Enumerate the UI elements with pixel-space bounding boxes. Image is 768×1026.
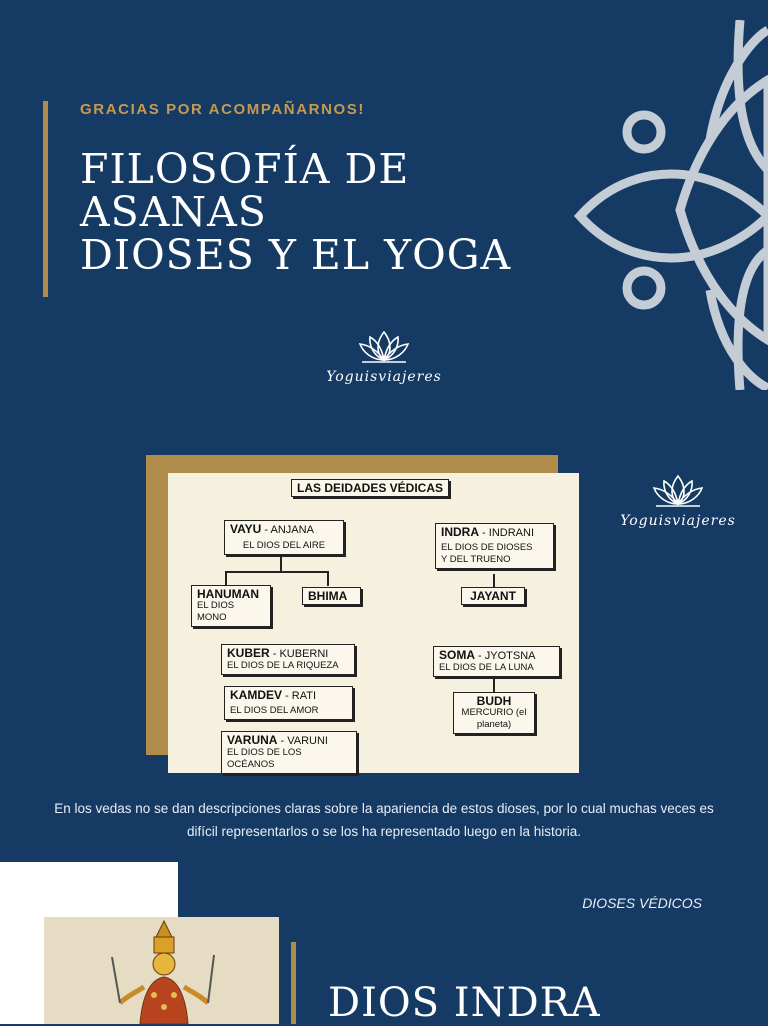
- header-accent-bar: [43, 101, 48, 297]
- deity-indra: INDRA - INDRANI EL DIOS DE DIOSES Y DEL …: [435, 523, 554, 569]
- page-title-line-1: FILOSOFÍA DE: [80, 145, 410, 193]
- brand-logo-secondary: Yoguisviajeres: [608, 472, 748, 529]
- brand-name: Yoguisviajeres: [620, 513, 736, 529]
- connector: [493, 679, 495, 692]
- connector: [327, 571, 329, 586]
- deity-kuber: KUBER - KUBERNI EL DIOS DE LA RIQUEZA: [221, 644, 355, 675]
- lotus-icon: [358, 330, 410, 363]
- deity-budh: BUDH MERCURIO (el planeta): [453, 692, 535, 734]
- deity-jayant: JAYANT: [461, 587, 525, 605]
- description-text: En los vedas no se dan descripciones cla…: [54, 801, 714, 839]
- connector: [280, 556, 282, 571]
- section-accent-bar: [291, 942, 296, 1024]
- connector: [225, 571, 328, 573]
- lotus-ornament-icon: [573, 20, 768, 390]
- brand-logo: Yoguisviajeres: [314, 328, 454, 385]
- deity-hanuman: HANUMAN EL DIOS MONO: [191, 585, 271, 627]
- deity-varuna: VARUNA - VARUNI EL DIOS DE LOS OCÉANOS: [221, 731, 357, 774]
- vedic-deities-diagram: LAS DEIDADES VÉDICAS VAYU - ANJANA EL DI…: [168, 473, 579, 774]
- deity-soma: SOMA - JYOTSNA EL DIOS DE LA LUNA: [433, 646, 560, 677]
- diagram-title: LAS DEIDADES VÉDICAS: [291, 479, 450, 497]
- section-title: DIOS INDRA: [328, 980, 601, 1026]
- connector: [493, 574, 495, 587]
- header-kicker: GRACIAS POR ACOMPAÑARNOS!: [80, 101, 366, 118]
- indra-figure-icon: [44, 917, 279, 1024]
- connector: [225, 571, 227, 585]
- deity-bhima: BHIMA: [302, 587, 361, 605]
- brand-name: Yoguisviajeres: [326, 369, 442, 385]
- page-title-line-2: ASANAS: [80, 188, 267, 236]
- section-label: DIOSES VÉDICOS: [582, 895, 702, 911]
- deity-vayu: VAYU - ANJANA EL DIOS DEL AIRE: [224, 520, 344, 555]
- deity-kamdev: KAMDEV - RATI EL DIOS DEL AMOR: [224, 686, 353, 720]
- lotus-icon: [652, 474, 704, 507]
- page-title: FILOSOFÍA DE ASANAS DIOSES Y EL YOGA: [80, 148, 580, 277]
- indra-painting: [44, 917, 279, 1024]
- page-title-line-3: DIOSES Y EL YOGA: [80, 231, 512, 279]
